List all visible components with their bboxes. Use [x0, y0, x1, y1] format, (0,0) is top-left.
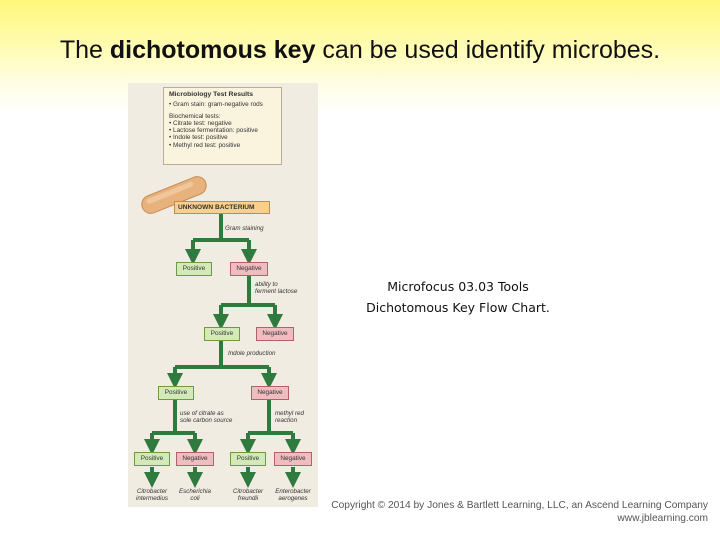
node-negative: Negative	[176, 452, 214, 466]
node-negative: Negative	[251, 386, 289, 400]
results-line: • Gram stain: gram-negative rods	[169, 101, 276, 108]
node-positive: Positive	[176, 262, 212, 276]
step-indole: Indole production	[228, 350, 275, 357]
node-positive: Positive	[158, 386, 194, 400]
node-positive: Positive	[134, 452, 170, 466]
node-positive: Positive	[230, 452, 266, 466]
dichotomous-key-figure: Microbiology Test Results • Gram stain: …	[128, 83, 318, 507]
unknown-bacterium-label: UNKNOWN BACTERIUM	[174, 201, 270, 214]
node-positive: Positive	[204, 327, 240, 341]
node-negative: Negative	[256, 327, 294, 341]
results-line: • Citrate test: negative	[169, 120, 276, 127]
node-negative: Negative	[274, 452, 312, 466]
results-title: Microbiology Test Results	[169, 91, 276, 98]
test-results-box: Microbiology Test Results • Gram stain: …	[163, 87, 282, 165]
slide-title: The dichotomous key can be used identify…	[0, 36, 720, 65]
results-line: Biochemical tests:	[169, 113, 276, 120]
copyright-notice: Copyright © 2014 by Jones & Bartlett Lea…	[288, 499, 708, 525]
node-negative: Negative	[230, 262, 268, 276]
results-line: • Methyl red test: positive	[169, 142, 276, 149]
results-line: • Indole test: positive	[169, 134, 276, 141]
results-line: • Lactose fermentation: positive	[169, 127, 276, 134]
figure-caption: Microfocus 03.03 Tools Dichotomous Key F…	[345, 276, 571, 318]
step-gram-staining: Gram staining	[225, 225, 264, 232]
